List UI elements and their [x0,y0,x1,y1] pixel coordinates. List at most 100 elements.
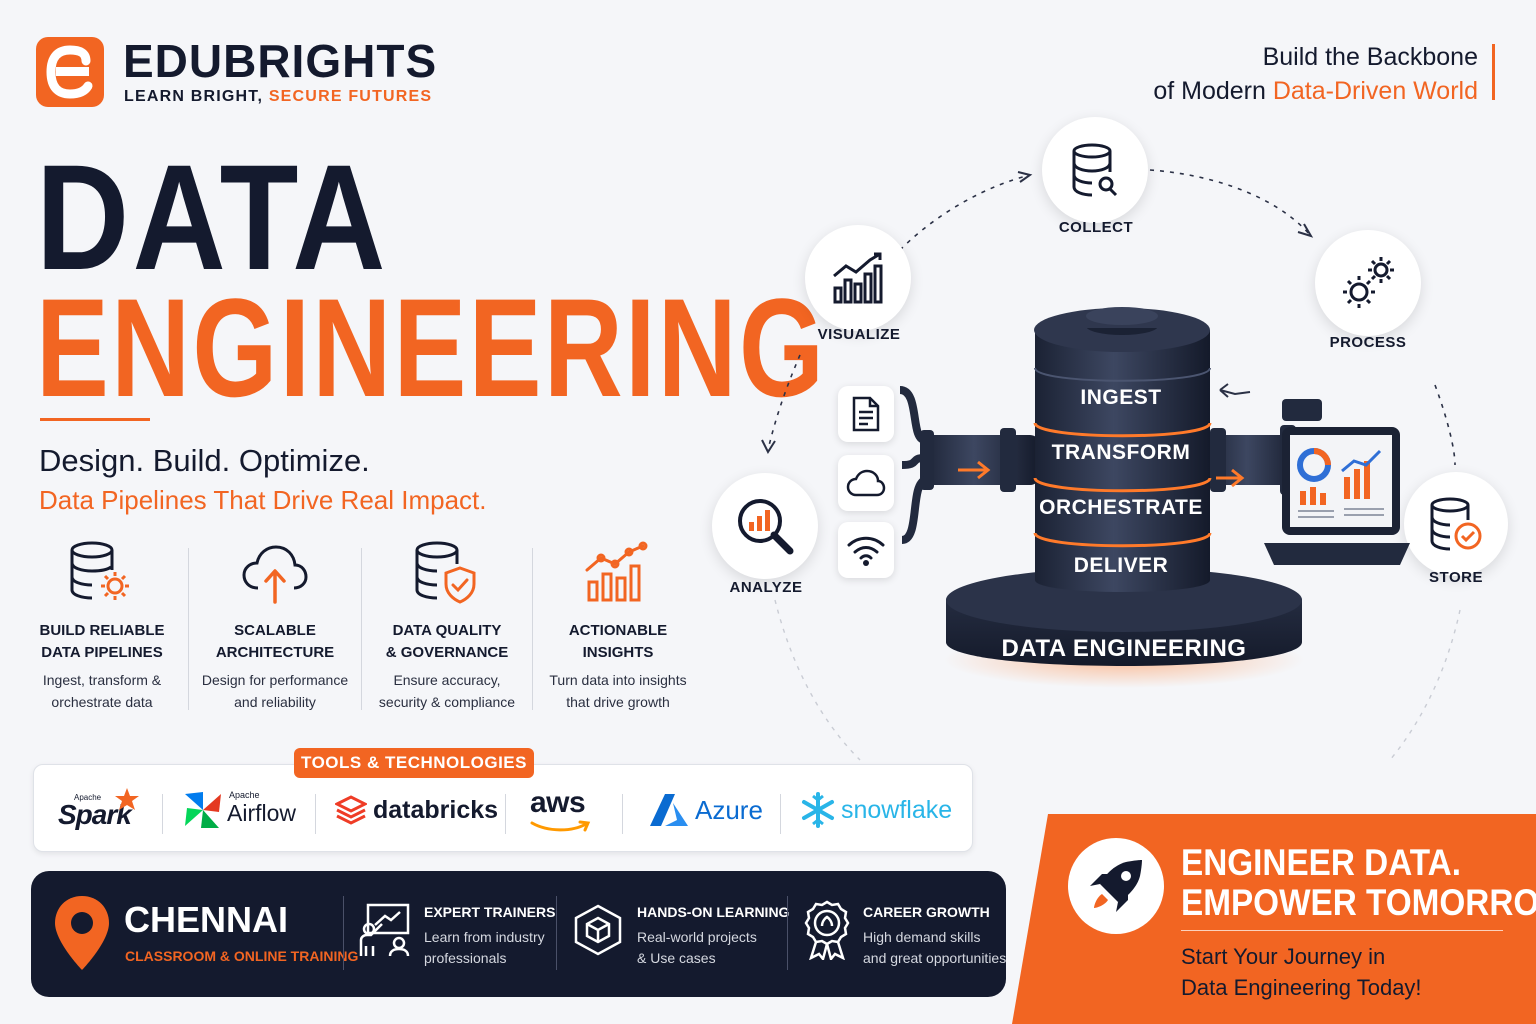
cta-subtitle: Start Your Journey in Data Engineering T… [1181,941,1422,1003]
database-search-icon [1072,143,1118,197]
cube-icon [574,904,622,956]
orbit-arc [1434,384,1456,466]
header-tagline: Build the Backbone of Modern Data-Driven… [1153,40,1478,108]
tool-airflow-prefix: Apache [229,790,260,800]
tool-azure: Azure [649,780,763,840]
feature-title-line1: ACTIONABLE [568,622,668,639]
database-shield-icon [415,541,476,604]
hero-subtitle-highlight: Data Pipelines That Drive Real Impact. [39,485,487,515]
orbit-arc [899,174,1031,251]
feature-desc: Ingest, transform &orchestrate data [16,669,188,713]
trainer-icon [359,903,410,957]
orbit-arc [767,354,801,451]
highlight-desc-line2: & Use cases [637,950,716,966]
location-pin-icon [55,896,109,970]
arrow-head-icon [761,439,776,455]
node-store-label: STORE [1429,569,1483,586]
tool-snowflake: snowflake [799,780,952,840]
arrow-head-icon [1297,223,1314,238]
tools-divider [315,794,316,834]
laptop-dashboard-icon [1264,399,1410,565]
data-engineering-machine [899,307,1304,688]
feature-title-line2: & GOVERNANCE [385,644,509,661]
tool-aws: aws [528,780,592,840]
tool-databricks-name: databricks [373,795,499,824]
tool-spark-name: Spark [58,799,132,830]
tool-spark: Apache Spark [56,780,146,840]
feature-title-line2: ARCHITECTURE [215,644,335,661]
orbit-arc [1149,169,1311,236]
highlight-desc-line2: professionals [424,950,507,966]
brand-tagline-part1: LEARN BRIGHT, [124,88,269,105]
hero-subtitle: Design. Build. Optimize. [39,443,370,478]
arrow-head-icon [1219,383,1251,398]
feature-divider [361,548,362,710]
cloud-upload-icon [242,545,308,604]
node-analyze [712,473,818,579]
tool-databricks: databricks [335,780,498,840]
highlight-desc-line1: Real-world projects [637,929,757,945]
header-tagline-line2: of Modern Data-Driven World [1153,74,1478,108]
highlight-career: CAREER GROWTH High demand skills and gre… [863,902,1006,969]
feature-title-line1: SCALABLE [234,622,316,639]
hero-title-line2: ENGINEERING [36,269,827,426]
node-collect [1042,117,1148,223]
feature-title-line1: BUILD RELIABLE [39,622,165,639]
node-process-label: PROCESS [1329,334,1407,351]
cta-title-line2: EMPOWER TOMORROW. [1181,882,1536,923]
feature-desc-line2: security & compliance [378,694,516,710]
tool-snowflake-name: snowflake [841,795,953,824]
bar-chart-trend-icon [833,252,883,304]
cta-sub-line1: Start Your Journey in [1181,944,1386,969]
hero-divider [40,418,150,421]
info-divider [787,896,788,970]
database-check-icon [1430,497,1482,551]
databricks-stack-icon [335,795,367,825]
gears-icon [1343,257,1394,308]
feature-desc-line2: that drive growth [566,694,670,710]
stage-orchestrate: ORCHESTRATE [1039,496,1203,519]
location-mode: CLASSROOM & ONLINE TRAINING [125,948,359,964]
stage-ingest: INGEST [1080,386,1162,409]
arrow-head-icon [1017,171,1033,183]
edubrights-logo-icon [36,37,104,107]
tool-airflow: Apache Airflow [183,780,299,840]
brand-tagline: LEARN BRIGHT, SECURE FUTURES [124,87,432,107]
feature-desc-line1: Turn data into insights [549,672,687,688]
feature-divider [188,548,189,710]
tools-divider [622,794,623,834]
lifecycle-orbit [761,169,1461,761]
feature-quality: DATA QUALITY& GOVERNANCE Ensure accuracy… [361,540,533,713]
airflow-pinwheel-icon [185,792,221,828]
tool-azure-name: Azure [695,794,763,825]
info-divider [343,896,344,970]
stage-deliver: DELIVER [1073,554,1169,577]
cta-title: ENGINEER DATA. EMPOWER TOMORROW. [1181,843,1536,923]
feature-architecture: SCALABLE ARCHITECTURE Design for performa… [189,540,361,713]
header-accent-bar [1492,44,1495,100]
brand-name: EDUBRIGHTS [123,35,438,87]
node-analyze-label: ANALYZE [729,579,803,596]
header-tagline-prefix: of Modern [1153,77,1273,105]
node-store [1404,472,1508,576]
brand-tagline-part2: SECURE FUTURES [268,88,433,105]
cta-divider [1181,930,1503,931]
feature-divider [532,548,533,710]
input-cloud-tile [838,455,894,511]
feature-title: SCALABLE ARCHITECTURE [189,620,361,664]
feature-desc-line1: Ensure accuracy, [393,672,501,688]
feature-desc-line2: and reliability [234,694,316,710]
header-tagline-highlight: Data-Driven World [1272,77,1478,105]
snowflake-icon [802,792,834,828]
stage-transform: TRANSFORM [1051,441,1191,464]
hero-title-line1: DATA [36,133,389,301]
feature-desc: Turn data into insights that drive growth [532,669,704,713]
node-collect-label: COLLECT [1058,219,1134,236]
wifi-icon [847,536,885,566]
highlight-title: EXPERT TRAINERS [424,904,556,920]
feature-title: DATA QUALITY& GOVERNANCE [361,620,533,664]
